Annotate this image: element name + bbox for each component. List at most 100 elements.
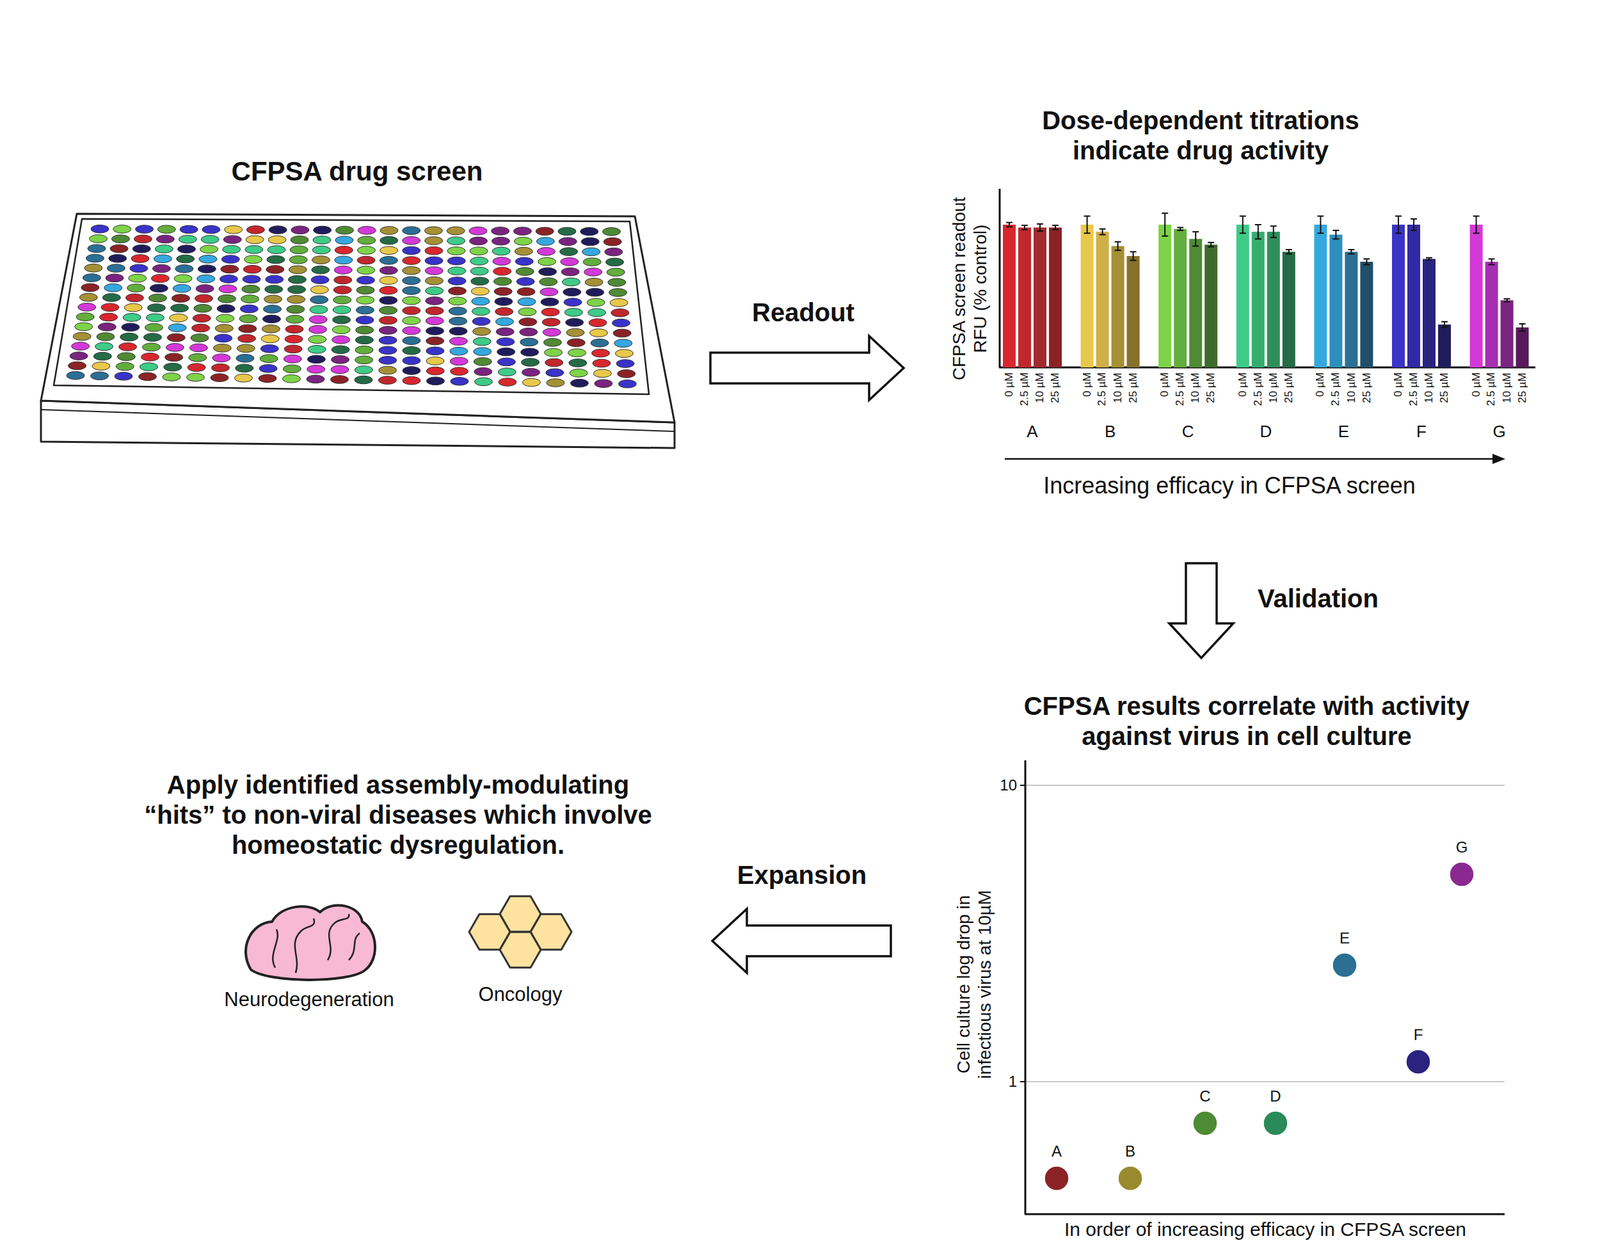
well bbox=[97, 322, 116, 331]
tick-label: 2.5 µM bbox=[1173, 372, 1187, 406]
well bbox=[544, 348, 563, 357]
error-cap bbox=[1036, 223, 1044, 225]
well bbox=[333, 286, 352, 295]
axis-title: Cell culture log drop in infectious viru… bbox=[952, 856, 996, 1113]
well bbox=[286, 305, 305, 314]
well bbox=[402, 256, 421, 265]
well bbox=[357, 246, 376, 255]
well bbox=[472, 317, 491, 326]
well bbox=[424, 256, 443, 265]
well bbox=[261, 325, 280, 334]
well bbox=[609, 298, 628, 308]
well bbox=[492, 247, 511, 256]
well bbox=[81, 283, 100, 292]
error-cap bbox=[1114, 241, 1122, 243]
well bbox=[424, 266, 443, 276]
well bbox=[268, 225, 287, 235]
error-cap bbox=[1395, 215, 1402, 217]
well bbox=[106, 264, 125, 273]
group-label: C bbox=[1182, 421, 1195, 442]
error-bar bbox=[1117, 241, 1119, 251]
tick-label: 10 µM bbox=[1422, 372, 1436, 404]
well bbox=[474, 377, 493, 386]
well bbox=[218, 284, 237, 294]
tick bbox=[1020, 1080, 1026, 1083]
well bbox=[491, 236, 510, 246]
well bbox=[379, 266, 398, 275]
tick-label: 0 µM bbox=[1392, 372, 1405, 397]
well bbox=[568, 359, 587, 368]
well bbox=[90, 224, 109, 233]
error-cap bbox=[1488, 263, 1496, 265]
data-point bbox=[1406, 1049, 1431, 1074]
well bbox=[66, 371, 85, 380]
well bbox=[213, 344, 232, 353]
error-cap bbox=[1052, 224, 1059, 226]
well bbox=[594, 379, 613, 388]
well bbox=[216, 304, 235, 313]
well bbox=[402, 316, 421, 326]
well bbox=[425, 296, 444, 306]
well bbox=[287, 295, 306, 304]
well bbox=[125, 293, 144, 303]
bar bbox=[1080, 224, 1094, 368]
well bbox=[538, 267, 557, 276]
bar bbox=[1516, 327, 1529, 368]
well bbox=[210, 373, 229, 383]
error-cap bbox=[1473, 232, 1480, 234]
bar bbox=[1500, 300, 1514, 368]
well bbox=[449, 337, 468, 346]
error-cap bbox=[1270, 236, 1277, 239]
well bbox=[93, 352, 112, 361]
well bbox=[96, 332, 115, 342]
well bbox=[288, 265, 307, 274]
well bbox=[379, 286, 398, 295]
well bbox=[171, 294, 190, 303]
well bbox=[128, 273, 147, 283]
well bbox=[219, 275, 238, 284]
well bbox=[354, 375, 373, 384]
well bbox=[517, 297, 536, 306]
plate-top bbox=[40, 213, 675, 423]
error-cap bbox=[1519, 323, 1526, 325]
well bbox=[581, 237, 600, 246]
well bbox=[163, 362, 182, 372]
error-bar bbox=[1054, 225, 1056, 230]
well bbox=[471, 296, 490, 306]
panel-title: Dose-dependent titrations indicate drug … bbox=[1002, 105, 1400, 166]
well bbox=[472, 327, 491, 336]
group-label: A bbox=[1026, 421, 1038, 442]
well bbox=[289, 245, 308, 255]
well bbox=[259, 364, 278, 373]
well bbox=[515, 267, 534, 276]
well bbox=[355, 325, 374, 335]
axis-title: In order of increasing efficacy in CFPSA… bbox=[1064, 1217, 1467, 1241]
well bbox=[593, 369, 612, 378]
well bbox=[153, 254, 172, 264]
well bbox=[515, 257, 534, 266]
group-label: E bbox=[1338, 421, 1350, 442]
well bbox=[402, 226, 421, 235]
well bbox=[122, 313, 141, 322]
well bbox=[538, 257, 557, 266]
well bbox=[519, 318, 537, 327]
error-cap bbox=[1130, 250, 1137, 253]
well bbox=[121, 323, 140, 332]
error-cap bbox=[1192, 245, 1199, 247]
bar bbox=[1204, 244, 1218, 368]
tick-label: 25 µM bbox=[1282, 372, 1296, 404]
well bbox=[102, 293, 121, 303]
tick-label: 0 µM bbox=[1002, 372, 1016, 397]
well bbox=[496, 327, 514, 336]
well bbox=[378, 326, 397, 335]
well bbox=[132, 244, 151, 253]
well bbox=[286, 315, 304, 324]
well bbox=[558, 237, 577, 246]
well bbox=[604, 247, 623, 256]
well bbox=[611, 318, 630, 328]
error-cap bbox=[1504, 298, 1511, 300]
well bbox=[616, 359, 635, 368]
y-axis bbox=[999, 188, 1001, 368]
well bbox=[133, 234, 152, 244]
well bbox=[82, 273, 101, 283]
